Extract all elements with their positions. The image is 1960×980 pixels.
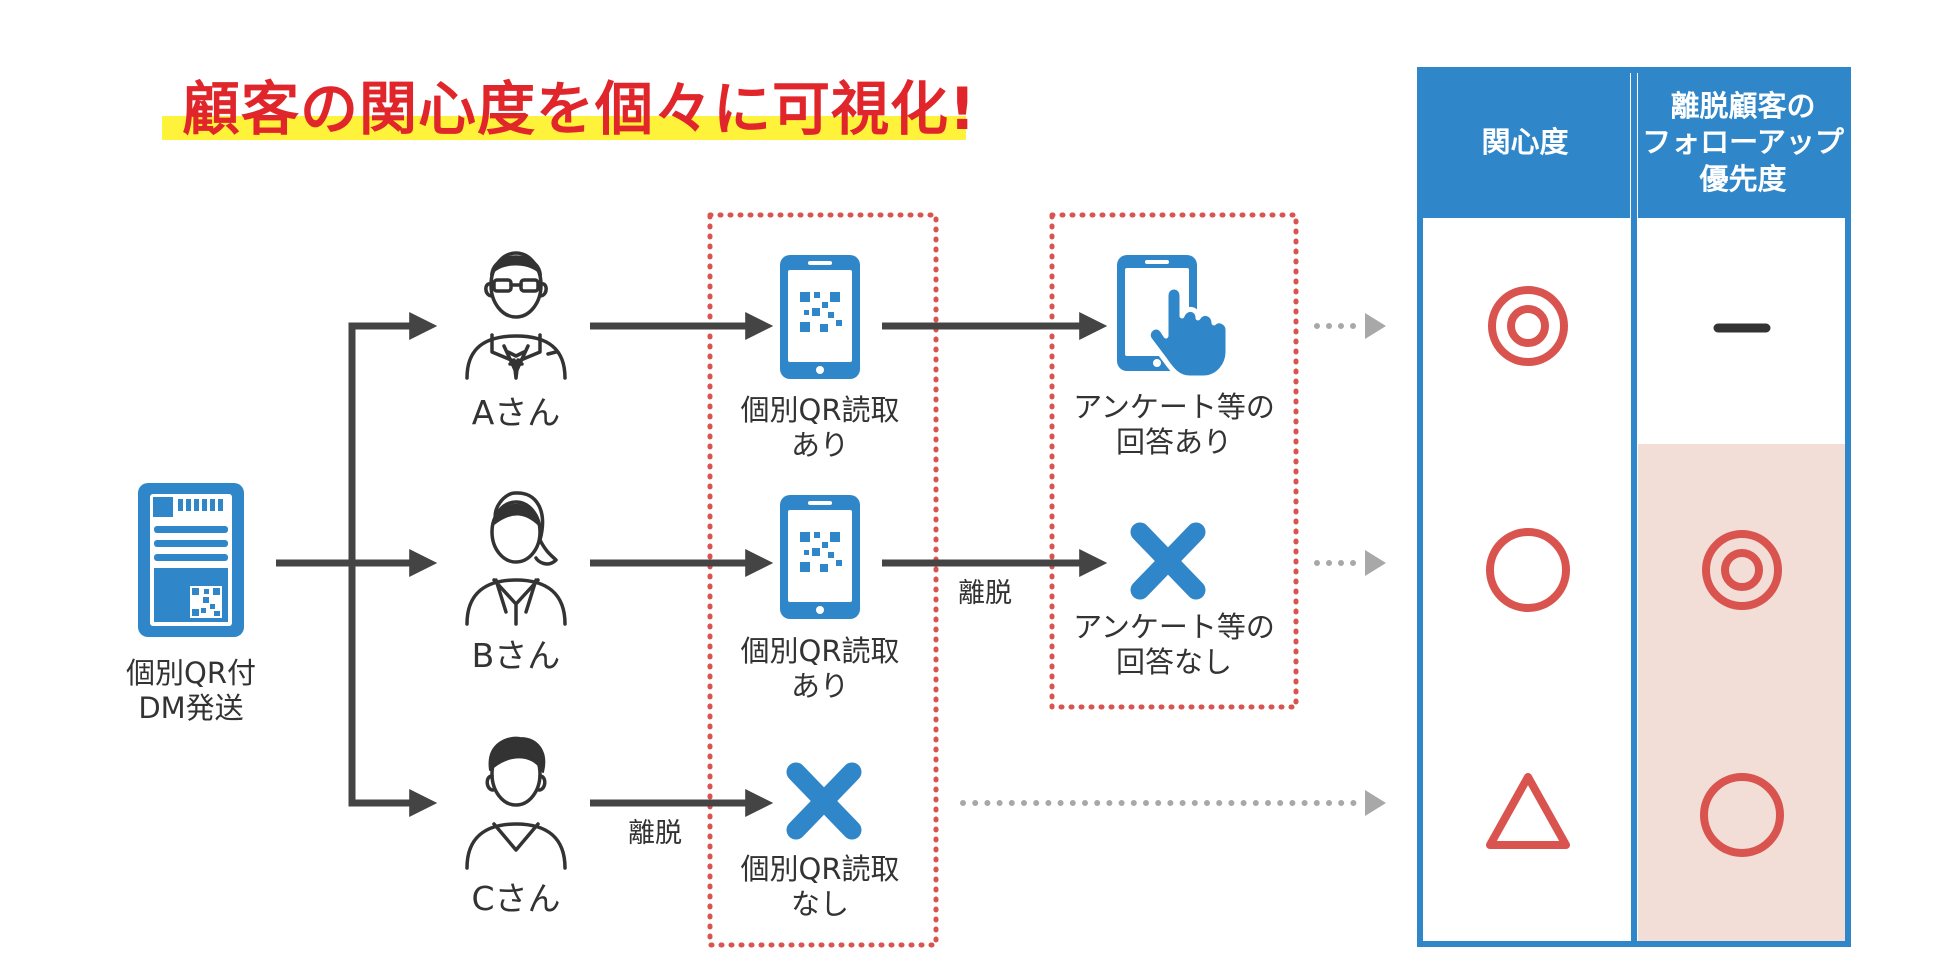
man-casual-icon [465,736,567,870]
customer-a-name: Aさん [471,393,561,432]
result-dotted-arrows [960,313,1386,816]
cross-mark-icon [1130,522,1206,600]
interest-mark-2-circle-icon [1486,528,1570,612]
scan-label-b-line1: 個別QR読取 [740,634,900,668]
businessman-with-glasses-icon [465,251,567,380]
scan-label-c: 個別QR読取 なし [720,852,920,923]
followup-mark-2-double-circle-icon [1702,530,1782,610]
scan-label-a-line2: あり [790,428,849,463]
followup-header-line2: フォローアップ [1642,125,1844,160]
customer-b-name: Bさん [471,636,561,675]
answer-label-b-line1: アンケート等の [1073,610,1275,644]
scan-label-b: 個別QR読取 あり [720,634,920,705]
interest-mark-3-triangle-icon [1486,773,1570,849]
scan-group-frame [707,212,939,948]
followup-header: 離脱顧客の フォローアップ 優先度 [1638,88,1848,197]
answer-label-b: アンケート等の 回答なし [1050,610,1298,681]
customer-to-scan-arrows [590,312,774,817]
answer-label-a: アンケート等の 回答あり [1050,390,1298,461]
answer-label-a-line1: アンケート等の [1073,390,1275,424]
dropout-label-c: 離脱 [628,818,682,849]
page-title: 顧客の関心度を個々に可視化! [162,62,975,146]
dropout-label-b: 離脱 [958,578,1012,609]
answer-label-b-line2: 回答なし [1115,645,1232,680]
tablet-touch-hand-icon [1117,255,1231,381]
dm-label-line1: 個別QR付 [126,656,256,690]
interest-header-bg [1420,70,1630,218]
smartphone-qr-icon [780,495,860,619]
cross-mark-icon [786,762,862,840]
answer-label-a-line2: 回答あり [1115,425,1232,460]
dm-label: 個別QR付 DM発送 [111,656,271,727]
scan-to-answer-arrows [882,312,1108,577]
dm-branch-arrows [276,312,438,817]
smartphone-qr-icon [780,255,860,379]
followup-header-bg [1638,70,1848,218]
scan-label-a-line1: 個別QR読取 [740,393,900,427]
businesswoman-icon [465,491,567,626]
scan-label-b-line2: あり [790,669,849,704]
page-title-text: 顧客の関心度を個々に可視化! [182,75,977,143]
interest-mark-1-double-circle-icon [1488,286,1568,366]
customer-c-name: Cさん [471,879,561,918]
priority-highlight-fill [1638,444,1848,944]
scan-label-c-line2: なし [790,887,849,922]
followup-mark-3-circle-icon [1700,773,1784,857]
dm-postcard-qr-icon [138,483,244,637]
title-highlight [162,116,966,140]
followup-header-line1: 離脱顧客の [1670,89,1816,123]
scan-label-a: 個別QR読取 あり [720,393,920,464]
answer-group-frame [1049,212,1299,710]
followup-header-line3: 優先度 [1699,161,1787,196]
scan-label-c-line1: 個別QR読取 [740,852,900,886]
dm-label-line2: DM発送 [138,691,244,726]
interest-header: 関心度 [1481,125,1569,159]
